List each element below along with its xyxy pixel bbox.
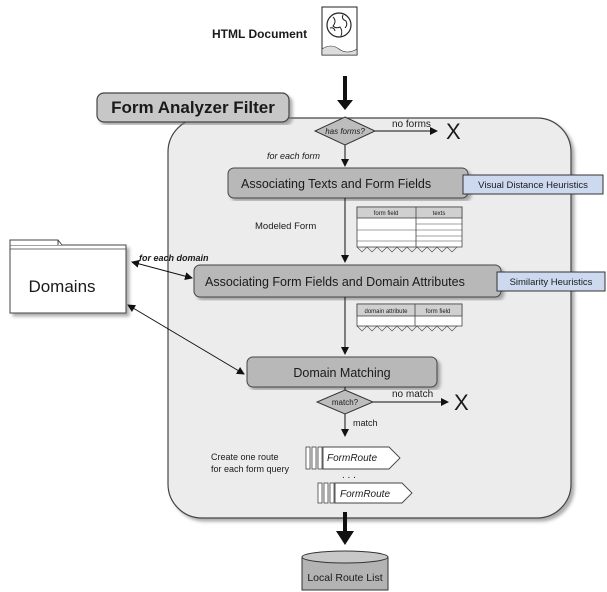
create-route-text-line1: Create one route (211, 452, 279, 462)
form-route-1-label: FormRoute (327, 453, 377, 464)
has-forms-question: has forms? (325, 127, 365, 136)
similarity-heuristics-box (496, 271, 606, 292)
routes-ellipsis: . . . (342, 470, 356, 481)
form-route-2 (317, 482, 413, 504)
document-label: HTML Document (212, 27, 307, 41)
step-domain-matching-label: Domain Matching (293, 366, 390, 380)
domains-folder (9, 239, 127, 314)
domains-to-matching-arrow (127, 304, 245, 375)
local-route-list-label: Local Route List (307, 572, 382, 584)
local-route-list-database (301, 550, 389, 591)
similarity-heuristics-label: Similarity Heuristics (510, 277, 593, 288)
filter-title: Form Analyzer Filter (111, 98, 275, 117)
output-flow-arrowhead (336, 531, 354, 545)
document-flow-arrowhead (337, 100, 353, 110)
form-route-2-label: FormRoute (340, 489, 390, 500)
for-each-domain-label: for each domain (139, 253, 209, 263)
domain-table-header-domain-attribute: domain attribute (364, 309, 408, 315)
step-associating-texts-label: Associating Texts and Form Fields (241, 177, 431, 191)
no-forms-reject: X (446, 119, 461, 144)
modeled-form-label: Modeled Form (255, 221, 316, 232)
no-match-reject: X (454, 390, 469, 415)
no-match-label: no match (392, 389, 433, 400)
domain-table-header-form-field: form field (426, 309, 451, 315)
form-route-1 (305, 446, 401, 470)
no-forms-label: no forms (392, 119, 431, 130)
filter-title-box (96, 92, 290, 123)
domain-attribute-table (356, 303, 463, 332)
match-question: match? (332, 398, 359, 407)
globe-document-icon (321, 6, 358, 56)
visual-distance-heuristics-box (462, 174, 604, 195)
modeled-form-header-texts: texts (433, 211, 446, 217)
create-route-text-line2: for each form query (211, 464, 290, 474)
for-each-form-label: for each form (267, 151, 321, 161)
modeled-form-header-form-field: form field (374, 211, 399, 217)
visual-distance-heuristics-label: Visual Distance Heuristics (478, 180, 588, 191)
domains-label: Domains (28, 277, 95, 296)
domains-to-step2-arrow (131, 259, 193, 281)
modeled-form-table (356, 206, 463, 253)
step-associating-domain-attributes-label: Associating Form Fields and Domain Attri… (205, 275, 465, 289)
step-domain-matching (246, 356, 438, 388)
match-label: match (353, 418, 378, 428)
